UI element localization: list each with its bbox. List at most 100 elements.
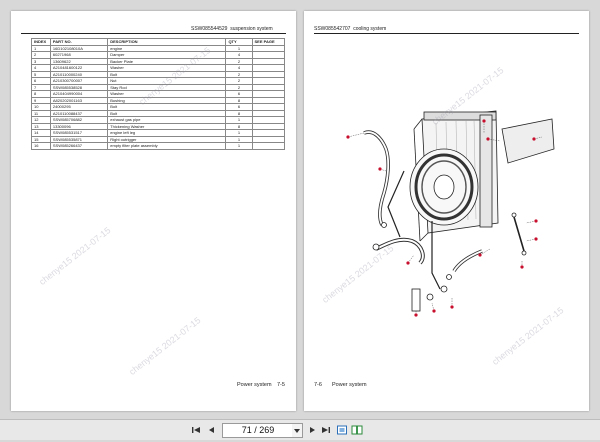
clamp — [381, 222, 387, 228]
cell-qty: 8 — [225, 109, 253, 117]
cell-part-no: A210110000240 — [49, 70, 109, 78]
cell-see-page — [251, 103, 285, 111]
top-cover-plate — [501, 118, 555, 164]
clamp — [446, 274, 452, 280]
upper-hose-inner — [363, 131, 390, 226]
cell-qty: 1 — [225, 116, 253, 124]
cell-part-no: SSW085538528 — [49, 83, 109, 91]
fan-ring — [414, 153, 474, 221]
callout-marker — [450, 305, 454, 309]
right-page-header: SSW085542707 cooling system — [314, 26, 387, 32]
first-page-icon[interactable] — [190, 424, 202, 436]
cell-part-no: A210404990004 — [49, 90, 109, 98]
cell-see-page — [251, 116, 285, 124]
parts-table-header-row: INDEX PART NO. DESCRIPTION QTY SEE PAGE — [31, 38, 285, 46]
callout-marker — [432, 309, 436, 313]
cell-see-page — [251, 90, 285, 98]
callout-marker — [478, 253, 482, 257]
last-page-icon[interactable] — [320, 424, 332, 436]
left-footer-page-number: 7-5 — [277, 382, 285, 388]
cell-part-no: 13609622 — [49, 57, 109, 65]
right-page: SSW085542707 cooling system — [304, 11, 589, 411]
lower-hose-inner — [375, 238, 424, 264]
radiator-side-post — [479, 114, 493, 228]
cell-qty: 6 — [225, 90, 253, 98]
next-page-icon[interactable] — [306, 424, 318, 436]
cell-qty: 2 — [225, 83, 253, 91]
callout-marker — [534, 219, 538, 223]
radiator-top-tank — [423, 111, 497, 121]
left-page: SSW085544529 suspension system INDEX PAR… — [11, 11, 296, 411]
cell-see-page — [251, 109, 285, 117]
callout-marker — [532, 137, 536, 141]
viewer-toolbar: 71 / 269 — [0, 419, 600, 440]
cell-description: empty filter plate assembly — [107, 142, 227, 150]
two-page-view-icon[interactable] — [351, 424, 363, 436]
previous-page-icon[interactable] — [206, 424, 218, 436]
cooling-system-diagram — [346, 110, 555, 317]
clamp — [440, 285, 448, 293]
clamp — [426, 293, 434, 301]
callout-marker — [346, 135, 350, 139]
stay-rod — [513, 216, 525, 252]
cell-see-page — [251, 64, 285, 72]
cell-qty: 8 — [225, 96, 253, 104]
bottom-hose — [452, 249, 483, 272]
fitting-tube — [411, 288, 421, 312]
coolant-pipe — [387, 170, 441, 290]
callout-marker — [486, 137, 490, 141]
cell-see-page — [251, 96, 285, 104]
callout-marker — [406, 261, 410, 265]
cell-see-page — [251, 70, 285, 78]
cell-see-page — [251, 77, 285, 85]
cell-qty: 4 — [225, 64, 253, 72]
cell-qty: 6 — [225, 103, 253, 111]
left-page-header: SSW085544529 suspension system — [191, 26, 273, 32]
cell-part-no: A210481600122 — [49, 64, 109, 72]
cell-part-no: SSW085706882 — [49, 116, 109, 124]
watermark: chenye15 2021-07-15 — [127, 315, 203, 377]
callout-marker — [482, 119, 486, 123]
chevron-down-icon — [294, 429, 300, 433]
cell-see-page — [251, 83, 285, 91]
clamp — [372, 243, 380, 251]
cell-index: 16 — [31, 142, 51, 150]
right-footer-page-number: 7-6 — [314, 382, 322, 388]
cell-qty: 2 — [225, 70, 253, 78]
watermark: chenye15 2021-07-15 — [37, 225, 113, 287]
cell-see-page — [251, 57, 285, 65]
cell-part-no: A210110088437 — [49, 109, 109, 117]
right-footer-section: Power system — [332, 382, 367, 388]
cell-part-no: A820202001163 — [49, 96, 109, 104]
page-dropdown-button[interactable] — [292, 423, 303, 438]
cell-see-page — [251, 142, 285, 150]
cell-part-no: SSW085266437 — [49, 142, 109, 150]
callout-marker — [520, 265, 524, 269]
callout-marker — [378, 167, 382, 171]
cell-qty: 1 — [225, 142, 253, 150]
callout-marker — [534, 237, 538, 241]
bottom-hose-inner — [453, 250, 483, 272]
cell-part-no: 24000295 — [49, 103, 109, 111]
page-number-input[interactable]: 71 / 269 — [222, 423, 294, 438]
fit-page-icon[interactable] — [336, 424, 348, 436]
callout-marker — [414, 313, 418, 317]
cell-part-no: A210300700007 — [49, 77, 109, 85]
parts-table: INDEX PART NO. DESCRIPTION QTY SEE PAGE … — [31, 38, 285, 150]
cell-qty: 2 — [225, 77, 253, 85]
cell-qty: 2 — [225, 57, 253, 65]
left-footer-section: Power system — [237, 382, 272, 388]
